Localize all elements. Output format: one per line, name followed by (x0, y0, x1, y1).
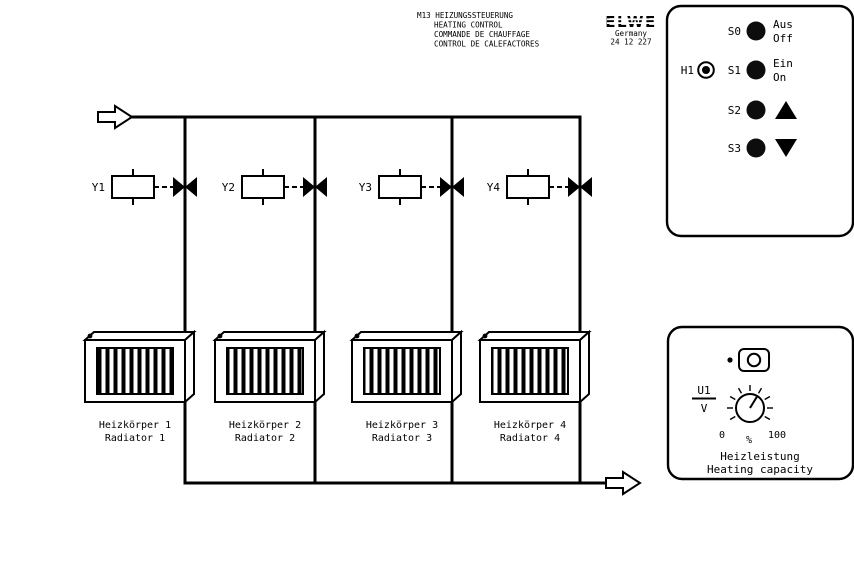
label-ein: Ein (773, 57, 793, 70)
radiator-3: Heizkörper 3 Radiator 3 (349, 329, 464, 444)
valve-body-icon (580, 177, 592, 197)
valve-actuator (378, 175, 422, 199)
connector-icon (738, 348, 770, 372)
bleed-valve-dot (217, 333, 223, 339)
valve-actuator (111, 175, 155, 199)
capacity-label-en: Heating capacity (707, 463, 813, 476)
label-aus: Aus (773, 18, 793, 31)
flow-out-arrow (605, 470, 642, 496)
voltage-label-u1: U1 (697, 384, 710, 397)
bleed-valve-dot (87, 333, 93, 339)
label-s0: S0 (728, 25, 741, 38)
radiator-top-face (82, 331, 197, 341)
logo-country: Germany (615, 29, 647, 38)
pipe-network (97, 104, 642, 496)
control-panel-frame (665, 4, 854, 238)
radiator-label-de: Heizkörper 4 (494, 420, 566, 431)
valve-body-icon (440, 177, 452, 197)
button-s0[interactable] (746, 21, 766, 41)
valve-body-icon (173, 177, 185, 197)
valve-y2: Y2 (222, 169, 327, 205)
title-line-de: M13 HEIZUNGSSTEUERUNG (417, 11, 513, 20)
radiator-4: Heizkörper 4 Radiator 4 (477, 329, 592, 444)
logo-text: ELWE (605, 13, 656, 31)
label-s2: S2 (728, 104, 741, 117)
radiator-fins (96, 347, 174, 395)
label-s1: S1 (728, 64, 741, 77)
capacity-panel: U1 V 0 % 100 Heizleistung Heating capaci… (666, 325, 854, 481)
radiator-label-en: Radiator 4 (500, 433, 560, 444)
flow-in-arrow (97, 104, 134, 130)
radiator-label-de: Heizkörper 1 (99, 420, 171, 431)
valve-actuator (241, 175, 285, 199)
valve-body-icon (185, 177, 197, 197)
radiator-top-face (212, 331, 327, 341)
radiator-2: Heizkörper 2 Radiator 2 (212, 329, 327, 444)
logo-stripe (607, 18, 655, 21)
radiator-fins (226, 347, 304, 395)
up-triangle-icon (775, 101, 797, 119)
bleed-valve-dot (482, 333, 488, 339)
valve-y1: Y1 (92, 169, 197, 205)
logo-part-number: 24 12 227 (610, 38, 651, 47)
title-block: M13 HEIZUNGSSTEUERUNG HEATING CONTROL CO… (417, 11, 540, 49)
radiator-label-de: Heizkörper 2 (229, 420, 301, 431)
radiator-label-en: Radiator 2 (235, 433, 295, 444)
radiator-1: Heizkörper 1 Radiator 1 (82, 329, 197, 444)
scale-min: 0 (719, 430, 725, 441)
valve-label: Y2 (222, 181, 235, 194)
down-triangle-icon (775, 139, 797, 157)
button-s3[interactable] (746, 138, 766, 158)
valve-label: Y3 (359, 181, 372, 194)
bleed-valve-dot (354, 333, 360, 339)
radiator-label-de: Heizkörper 3 (366, 420, 438, 431)
valve-label: Y1 (92, 181, 105, 194)
valve-body-icon (568, 177, 580, 197)
title-line-es: CONTROL DE CALEFACTORES (434, 40, 540, 49)
indicator-h1-ring (697, 61, 715, 79)
label-on: On (773, 71, 786, 84)
label-off: Off (773, 32, 793, 45)
button-s2[interactable] (746, 100, 766, 120)
control-panel: S0 Aus Off H1 S1 Ein On S2 S3 (665, 4, 854, 238)
scale-unit: % (746, 435, 752, 446)
valve-y4: Y4 (487, 169, 592, 205)
label-s3: S3 (728, 142, 741, 155)
button-s1[interactable] (746, 60, 766, 80)
voltage-label-v: V (701, 402, 708, 415)
valve-label: Y4 (487, 181, 501, 194)
radiator-fins (491, 347, 569, 395)
connector-dot (727, 357, 733, 363)
radiator-top-face (349, 331, 464, 341)
valve-y3: Y3 (359, 169, 464, 205)
radiator-side-face (579, 329, 590, 405)
radiator-fins (363, 347, 441, 395)
knob-ticks (727, 385, 773, 421)
connector-socket (746, 352, 762, 368)
radiator-label-en: Radiator 1 (105, 433, 165, 444)
elwe-logo: ELWE Germany 24 12 227 (605, 13, 656, 47)
knob-pointer (749, 395, 759, 409)
capacity-label-de: Heizleistung (720, 450, 799, 463)
radiator-label-en: Radiator 3 (372, 433, 432, 444)
valve-body-icon (452, 177, 464, 197)
logo-stripe (607, 22, 655, 24)
valve-body-icon (303, 177, 315, 197)
radiator-side-face (314, 329, 325, 405)
radiator-top-face (477, 331, 592, 341)
indicator-h1-lamp (702, 66, 710, 74)
valve-actuator (506, 175, 550, 199)
radiator-side-face (451, 329, 462, 405)
radiator-side-face (184, 329, 195, 405)
title-line-en: HEATING CONTROL (434, 21, 503, 30)
valve-body-icon (315, 177, 327, 197)
title-line-fr: COMMANDE DE CHAUFFAGE (434, 30, 530, 39)
label-h1: H1 (681, 64, 694, 77)
scale-max: 100 (768, 430, 786, 441)
